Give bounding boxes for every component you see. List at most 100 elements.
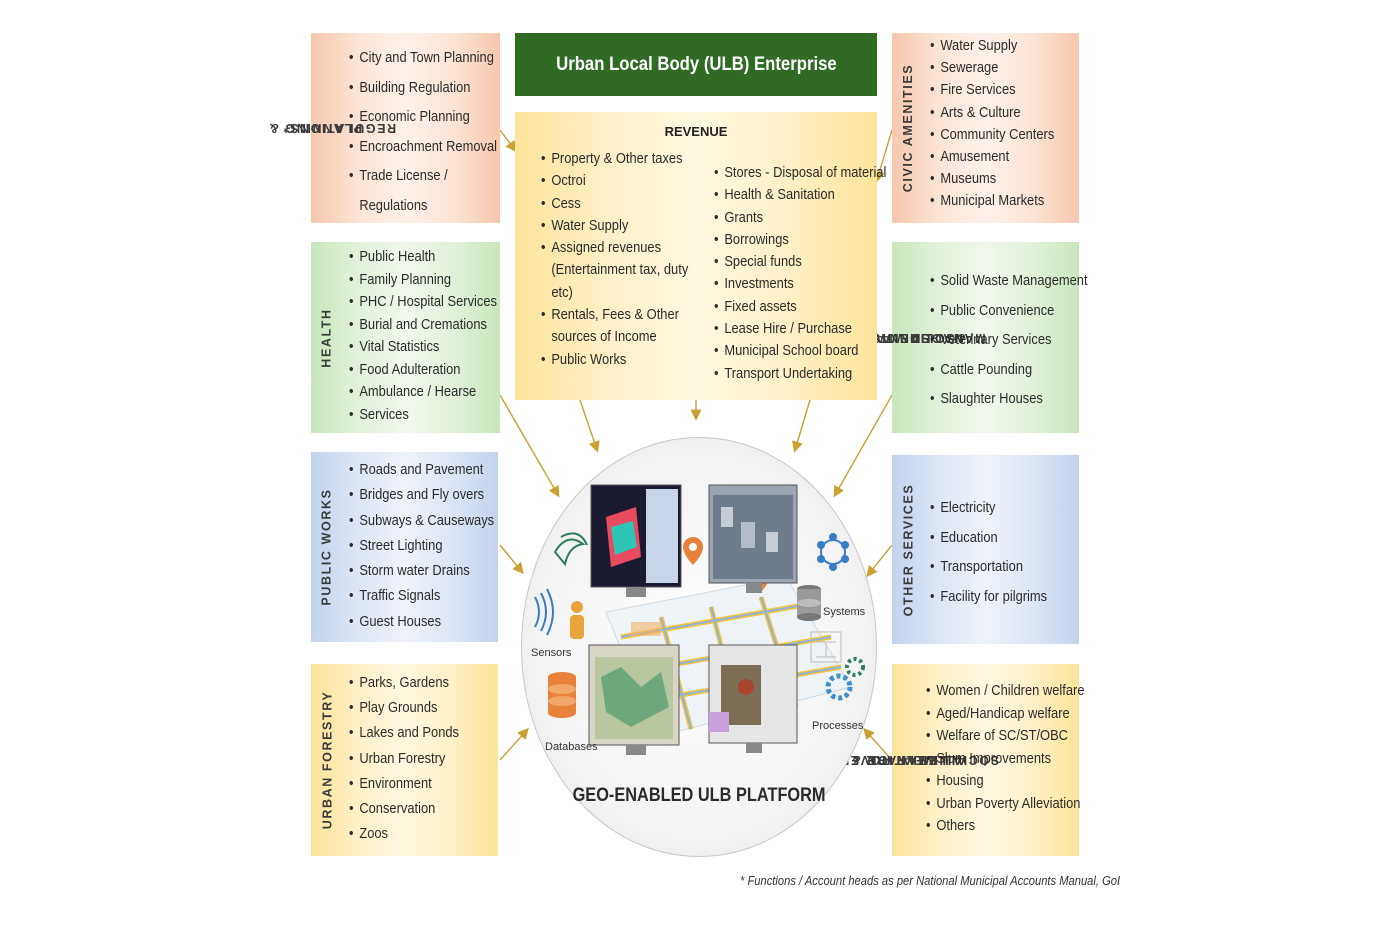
- panel-civic-amenities: CIVIC AMENITIES Water Supply Sewerage Fi…: [892, 33, 1079, 223]
- list-item: Cattle Pounding: [930, 355, 1088, 385]
- list-item: sources of Income: [551, 328, 657, 346]
- list-item: Public Works: [541, 349, 688, 372]
- list-item: PHC / Hospital Services: [349, 291, 497, 314]
- list-item: Stores - Disposal of material: [714, 162, 886, 185]
- list-item: Economic Planning: [349, 102, 497, 132]
- list-item: Trade License /: [349, 161, 497, 191]
- item-list: Electricity Education Transportation Fac…: [930, 493, 1066, 611]
- list-item: Zoos: [349, 821, 459, 846]
- arrow-public-works: [499, 544, 524, 575]
- gears-processes-icon: [825, 657, 865, 701]
- list-item: Assigned revenues: [541, 237, 688, 260]
- list-item: Investments: [714, 273, 886, 296]
- sensors-label: Sensors: [531, 647, 572, 659]
- list-item: Ambulance / Hearse: [349, 381, 497, 404]
- list-item: (Entertainment tax, duty: [551, 261, 689, 279]
- list-item: Octroi: [541, 170, 688, 193]
- list-item: Urban Poverty Alleviation: [926, 793, 1084, 816]
- list-item: Welfare of SC/ST/OBC: [926, 725, 1084, 748]
- item-list: Water Supply Sewerage Fire Services Arts…: [930, 35, 1075, 213]
- list-item: Building Regulation: [349, 73, 497, 103]
- list-item: Burial and Cremations: [349, 314, 497, 337]
- list-item: Rentals, Fees & Other: [541, 304, 688, 327]
- item-list: Solid Waste Management Public Convenienc…: [930, 266, 1113, 414]
- arrow-revenue-3: [792, 399, 811, 453]
- list-item: City and Town Planning: [349, 43, 497, 73]
- list-item: Education: [930, 523, 1047, 553]
- arrow-planning: [499, 129, 517, 153]
- processes-label: Processes: [812, 720, 864, 732]
- flowchart-icon: [810, 631, 842, 663]
- list-item: Storm water Drains: [349, 558, 494, 584]
- panel-revenue: REVENUE Property & Other taxes Octroi Ce…: [515, 112, 886, 400]
- enterprise-title: Urban Local Body (ULB) Enterprise: [515, 33, 877, 96]
- item-list: Public Health Family Planning PHC / Hosp…: [349, 246, 521, 426]
- list-item: Sewerage: [930, 57, 1054, 79]
- list-item: Facility for pilgrims: [930, 582, 1047, 612]
- list-item: Lease Hire / Purchase: [714, 318, 886, 341]
- platform-title: GEO-ENABLED ULB PLATFORM: [521, 785, 877, 807]
- arrow-revenue-1: [579, 399, 600, 453]
- item-list: Women / Children welfare Aged/Handicap w…: [926, 680, 1110, 838]
- panel-label: PUBLIC WORKS: [320, 488, 334, 606]
- list-item: Slum Improvements: [926, 748, 1084, 771]
- list-item: Property & Other taxes: [541, 148, 688, 171]
- list-item: Women / Children welfare: [926, 680, 1084, 703]
- list-item: Roads and Pavement: [349, 457, 494, 483]
- list-item: Municipal Markets: [930, 190, 1054, 212]
- databases-label: Databases: [545, 741, 598, 753]
- list-item: Grants: [714, 207, 886, 230]
- title-text: Urban Local Body (ULB) Enterprise: [555, 53, 837, 75]
- list-item: Encroachment Removal: [349, 132, 497, 162]
- list-item: Play Grounds: [349, 695, 459, 720]
- panel-planning-regulations: PLANNING &REGULATIONS* City and Town Pla…: [268, 33, 500, 223]
- list-item: Arts & Culture: [930, 102, 1054, 124]
- list-item: Others: [926, 815, 1084, 838]
- footnote-text: * Functions / Account heads as per Natio…: [740, 873, 1121, 888]
- monitor-gis-map: [588, 644, 680, 755]
- list-item: Vital Statistics: [349, 336, 497, 359]
- arrow-other: [866, 544, 893, 578]
- list-item: Subways & Causeways: [349, 508, 494, 534]
- list-item: Fixed assets: [714, 296, 886, 319]
- list-item: Borrowings: [714, 229, 886, 252]
- list-item: Veterinary Services: [930, 325, 1088, 355]
- list-item: Aged/Handicap welfare: [926, 703, 1084, 726]
- list-item: Water Supply: [541, 215, 688, 238]
- list-item: Municipal School board: [714, 340, 886, 363]
- footnote: * Functions / Account heads as per Natio…: [740, 873, 1182, 888]
- list-item: Regulations: [359, 196, 428, 214]
- item-list: City and Town Planning Building Regulati…: [349, 43, 521, 220]
- systems-label: Systems: [823, 606, 866, 618]
- list-item: Environment: [349, 771, 459, 796]
- item-list: Parks, Gardens Play Grounds Lakes and Po…: [349, 670, 477, 847]
- list-item: Solid Waste Management: [930, 266, 1088, 296]
- list-item: Museums: [930, 168, 1054, 190]
- platform-illustration: [534, 484, 865, 755]
- map-pin-icon: [683, 537, 703, 565]
- revenue-title: REVENUE: [664, 124, 728, 139]
- list-item: Public Health: [349, 246, 497, 269]
- list-item: Parks, Gardens: [349, 670, 459, 695]
- sensor-wave-icon: [534, 588, 554, 636]
- list-item: Electricity: [930, 493, 1047, 523]
- monitor-satellite: [708, 644, 798, 753]
- network-systems-icon: [817, 533, 849, 571]
- list-item: Cess: [541, 193, 688, 216]
- list-item: Slaughter Houses: [930, 384, 1088, 414]
- monitor-3d-model: [590, 484, 682, 597]
- list-item: Housing: [926, 770, 1084, 793]
- list-item: Fire Services: [930, 79, 1054, 101]
- panel-urban-forestry: URBAN FORESTRY Parks, Gardens Play Groun…: [311, 664, 498, 856]
- revenue-left-list: Property & Other taxes Octroi Cess Water…: [541, 148, 712, 371]
- list-item: Traffic Signals: [349, 583, 494, 609]
- list-item: Urban Forestry: [349, 746, 459, 771]
- panel-label: URBAN FORESTRY: [320, 690, 335, 830]
- list-item: Health & Sanitation: [714, 184, 886, 207]
- server-stack-icon: [797, 585, 821, 621]
- panel-public-works: PUBLIC WORKS Roads and Pavement Bridges …: [311, 452, 498, 642]
